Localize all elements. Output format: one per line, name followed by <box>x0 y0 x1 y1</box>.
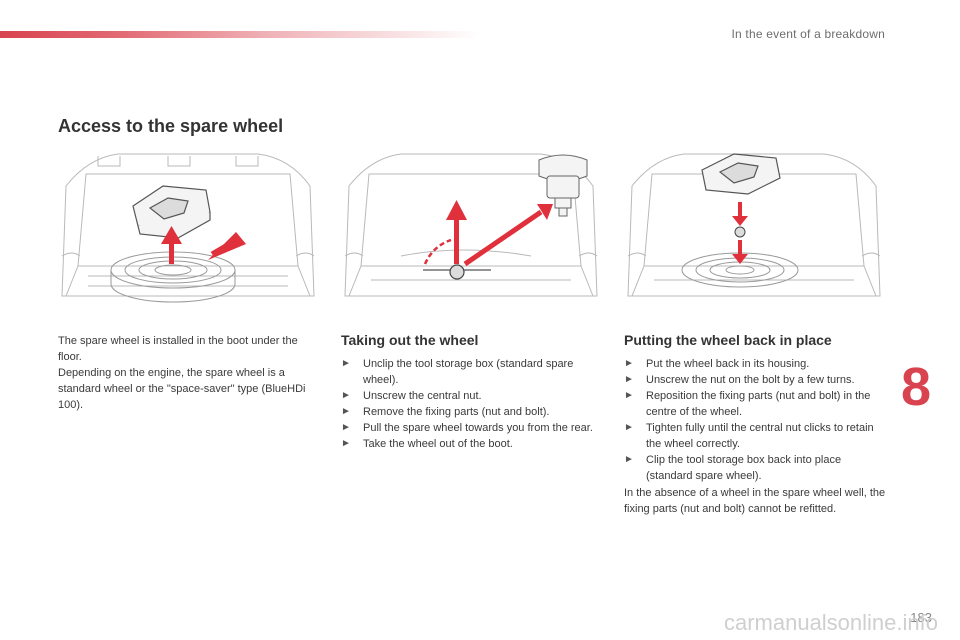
chapter-number: 8 <box>901 357 932 417</box>
pointer-arrow-head <box>208 232 246 260</box>
list-item: ►Unclip the tool storage box (standard s… <box>341 358 574 386</box>
pointer-arrow-head <box>537 204 553 220</box>
arrow-bullet-icon: ► <box>341 390 351 401</box>
boot-nut-drawing <box>344 153 598 297</box>
boot-tool-box-drawing <box>61 153 315 303</box>
list-item: ►Reposition the fixing parts (nut and bo… <box>624 390 871 418</box>
arrow-bullet-icon: ► <box>624 358 634 369</box>
list-item: ►Tighten fully until the central nut cli… <box>624 422 874 450</box>
list-item: ►Unscrew the nut on the bolt by a few tu… <box>624 374 855 386</box>
illustration-unscrew-nut <box>341 146 601 320</box>
list-item: ►Unscrew the central nut. <box>341 390 482 402</box>
taking-out-section: Taking out the wheel ►Unclip the tool st… <box>341 332 603 452</box>
lift-arrow-shaft <box>169 242 174 264</box>
list-item: ►Put the wheel back in its housing. <box>624 358 810 370</box>
page-title: Access to the spare wheel <box>58 116 284 136</box>
intro-paragraph: Depending on the engine, the spare wheel… <box>58 367 306 411</box>
arrow-bullet-icon: ► <box>624 390 634 401</box>
down-arrow-1-head <box>732 216 748 226</box>
refit-note: In the absence of a wheel in the spare w… <box>624 487 886 515</box>
arrow-bullet-icon: ► <box>341 422 351 433</box>
arrow-bullet-icon: ► <box>624 374 634 385</box>
section-title: In the event of a breakdown <box>731 27 885 41</box>
list-item: ►Pull the spare wheel towards you from t… <box>341 422 593 434</box>
putting-back-section: Putting the wheel back in place ►Put the… <box>624 332 886 517</box>
pull-arrow-head <box>446 200 467 220</box>
taking-out-steps: ►Unclip the tool storage box (standard s… <box>341 356 603 452</box>
arrow-bullet-icon: ► <box>341 406 351 417</box>
list-item: ►Clip the tool storage box back into pla… <box>624 454 842 482</box>
arrow-bullet-icon: ► <box>341 358 351 369</box>
intro-text: The spare wheel is installed in the boot… <box>58 333 313 413</box>
rotate-arrow <box>423 238 452 265</box>
fixing-nut <box>734 226 746 238</box>
arrow-bullet-icon: ► <box>341 438 351 449</box>
boot-refit-drawing <box>627 153 881 297</box>
down-arrow-1-shaft <box>738 202 742 218</box>
intro-paragraph: The spare wheel is installed in the boot… <box>58 335 298 363</box>
header-accent-bar <box>0 31 480 38</box>
down-arrow-2-shaft <box>738 240 742 256</box>
central-nut <box>449 264 465 280</box>
pull-arrow-shaft <box>454 216 459 264</box>
list-item: ►Remove the fixing parts (nut and bolt). <box>341 406 550 418</box>
pointer-arrow-shaft <box>463 209 543 267</box>
illustration-tool-box-removal <box>58 146 318 320</box>
arrow-bullet-icon: ► <box>624 422 634 433</box>
arrow-bullet-icon: ► <box>624 454 634 465</box>
putting-back-title: Putting the wheel back in place <box>624 332 832 348</box>
illustration-refit-wheel <box>624 146 884 320</box>
down-arrow-2-head <box>732 254 748 264</box>
putting-back-steps: ►Put the wheel back in its housing. ►Uns… <box>624 356 886 484</box>
list-item: ►Take the wheel out of the boot. <box>341 438 513 450</box>
lift-arrow-head <box>161 226 182 244</box>
taking-out-title: Taking out the wheel <box>341 332 479 348</box>
page-number: 183 <box>910 610 932 625</box>
watermark: carmanualsonline.info <box>723 610 938 635</box>
